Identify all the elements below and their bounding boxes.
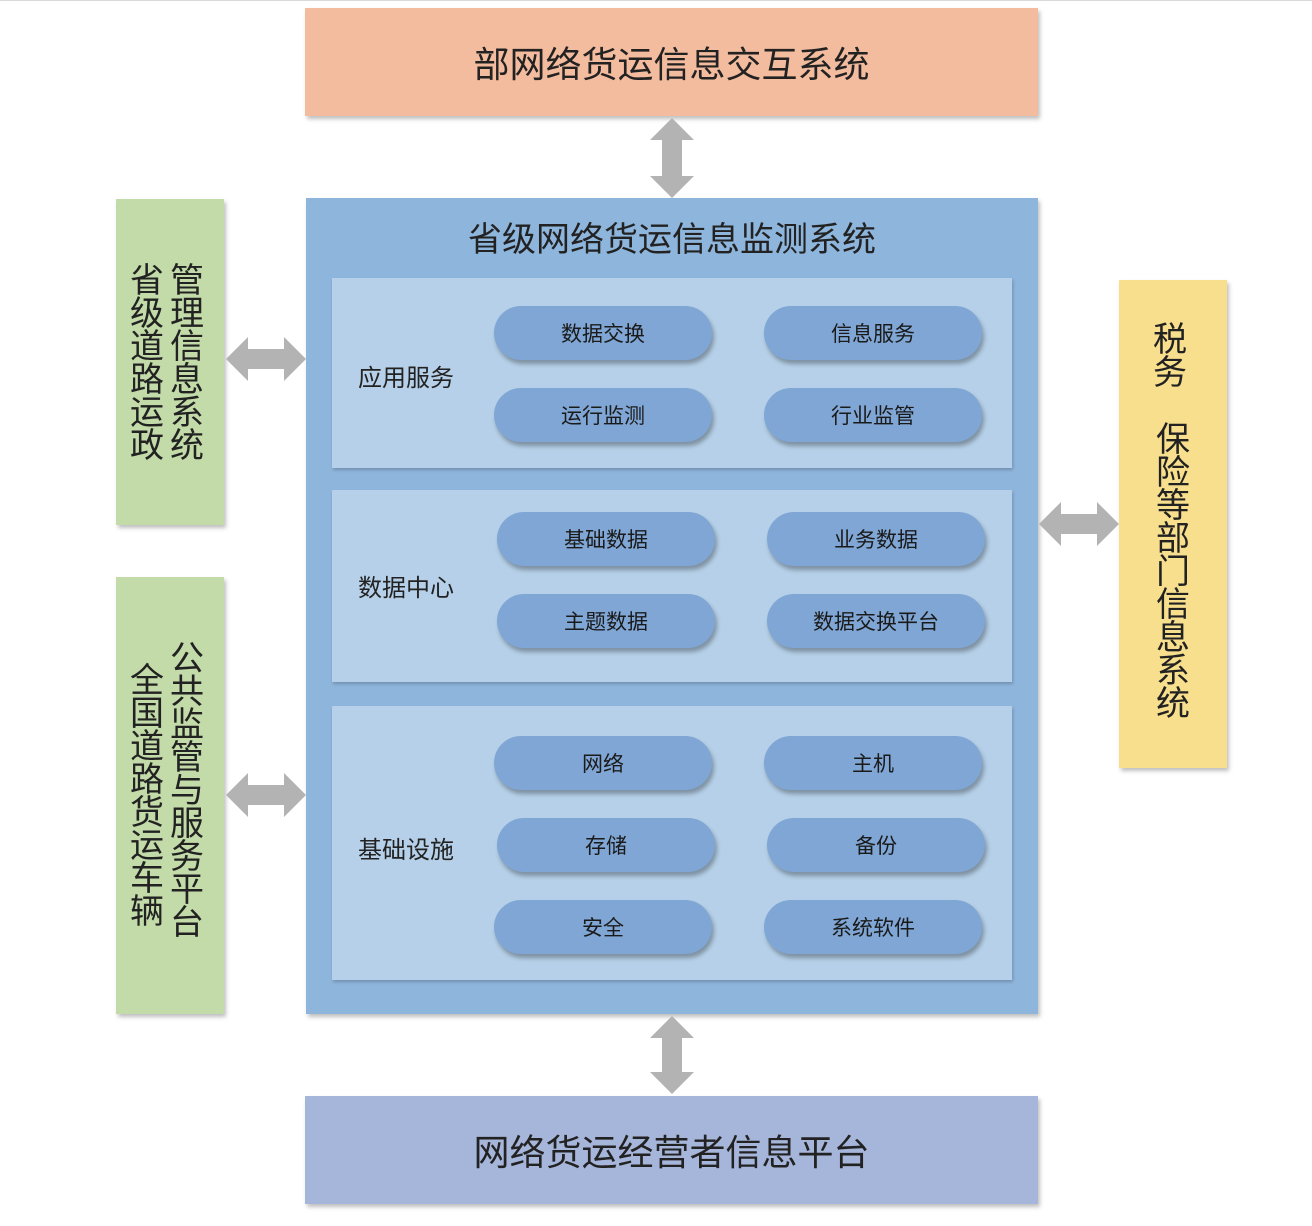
vertical-char: 系 [170, 393, 204, 433]
vertical-char: 省 [130, 261, 164, 301]
vertical-char: 公 [170, 639, 204, 679]
double-arrow-right [1039, 502, 1119, 546]
double-arrow-bottom [650, 1016, 694, 1094]
pill-industry-supervision: 行业监管 [764, 388, 982, 442]
infrastructure-section: 基础设施 网络 主机 存储 备份 安全 系统软件 [332, 706, 1012, 980]
vertical-char: 共 [170, 672, 204, 712]
application-services-section: 应用服务 数据交换 信息服务 运行监测 行业监管 [332, 278, 1012, 468]
vertical-char: 息 [170, 360, 204, 400]
vertical-char: 全 [130, 661, 164, 701]
vertical-char: 运 [130, 826, 164, 866]
vertical-text-col1: 全国道路货运车辆 [128, 661, 166, 932]
national-freight-vehicle-platform: 全国道路货运车辆 公共监管与服务平台 [116, 577, 224, 1014]
double-arrow-left-top [226, 337, 306, 381]
vertical-char: 统 [1156, 684, 1190, 724]
vertical-char: 服 [170, 804, 204, 844]
vertical-char: 管 [170, 261, 204, 301]
vertical-char: 等 [1156, 486, 1190, 526]
pill-network: 网络 [494, 736, 712, 790]
vertical-text-col1: 省级道路运政 [128, 261, 166, 466]
pill-backup: 备份 [767, 818, 985, 872]
vertical-char: 台 [170, 903, 204, 943]
double-arrow-left-bottom [226, 773, 306, 817]
vertical-char: 保 [1156, 420, 1190, 460]
vertical-char: 与 [170, 771, 204, 811]
provincial-monitoring-system: 省级网络货运信息监测系统 应用服务 数据交换 信息服务 运行监测 行业监管 数据… [306, 198, 1038, 1014]
vertical-char: 监 [170, 705, 204, 745]
vertical-char: 息 [1156, 618, 1190, 658]
operator-info-platform-label: 网络货运经营者信息平台 [473, 1133, 870, 1174]
pill-info-service: 信息服务 [764, 306, 982, 360]
pill-host: 主机 [764, 736, 982, 790]
vertical-text-col2: 保险等部门信息系统 [1154, 420, 1192, 724]
provincial-road-admin-system: 省级道路运政 管理信息系统 [116, 199, 224, 525]
pill-system-software: 系统软件 [764, 900, 982, 954]
tax-insurance-dept-system: 税务 保险等部门信息系统 [1119, 280, 1227, 768]
pill-business-data: 业务数据 [767, 512, 985, 566]
top-divider [0, 0, 1312, 1]
section-label: 应用服务 [358, 364, 454, 392]
data-center-section: 数据中心 基础数据 业务数据 主题数据 数据交换平台 [332, 490, 1012, 682]
pill-operation-monitoring: 运行监测 [494, 388, 712, 442]
vertical-char: 门 [1156, 552, 1190, 592]
vertical-text-col1: 税务 [1151, 320, 1189, 393]
vertical-char: 管 [170, 738, 204, 778]
vertical-char: 车 [130, 859, 164, 899]
pill-topic-data: 主题数据 [497, 594, 715, 648]
vertical-char: 理 [170, 294, 204, 334]
provincial-monitoring-title: 省级网络货运信息监测系统 [468, 220, 876, 260]
pill-storage: 存储 [497, 818, 715, 872]
pill-data-exchange-platform: 数据交换平台 [767, 594, 985, 648]
vertical-char: 险 [1156, 453, 1190, 493]
vertical-char: 级 [130, 294, 164, 334]
ministry-exchange-system: 部网络货运信息交互系统 [305, 8, 1038, 116]
vertical-char: 税 [1153, 320, 1187, 360]
vertical-char: 货 [130, 793, 164, 833]
vertical-char: 信 [170, 327, 204, 367]
section-label: 基础设施 [358, 836, 454, 864]
vertical-char: 运 [130, 393, 164, 433]
vertical-char: 辆 [130, 892, 164, 932]
vertical-char: 政 [130, 426, 164, 466]
pill-data-exchange: 数据交换 [494, 306, 712, 360]
vertical-char: 系 [1156, 651, 1190, 691]
pill-basic-data: 基础数据 [497, 512, 715, 566]
vertical-char: 路 [130, 360, 164, 400]
vertical-char: 国 [130, 694, 164, 734]
ministry-exchange-system-label: 部网络货运信息交互系统 [473, 45, 870, 86]
vertical-char: 信 [1156, 585, 1190, 625]
vertical-char: 道 [130, 727, 164, 767]
vertical-char: 路 [130, 760, 164, 800]
pill-security: 安全 [494, 900, 712, 954]
double-arrow-top [650, 118, 694, 198]
vertical-char: 道 [130, 327, 164, 367]
vertical-text-col2: 公共监管与服务平台 [168, 639, 206, 943]
vertical-char: 务 [1153, 353, 1187, 393]
section-label: 数据中心 [358, 574, 454, 602]
vertical-char: 平 [170, 870, 204, 910]
vertical-char: 务 [170, 837, 204, 877]
vertical-char: 部 [1156, 519, 1190, 559]
vertical-text-col2: 管理信息系统 [168, 261, 206, 466]
operator-info-platform: 网络货运经营者信息平台 [305, 1096, 1038, 1204]
vertical-char: 统 [170, 426, 204, 466]
